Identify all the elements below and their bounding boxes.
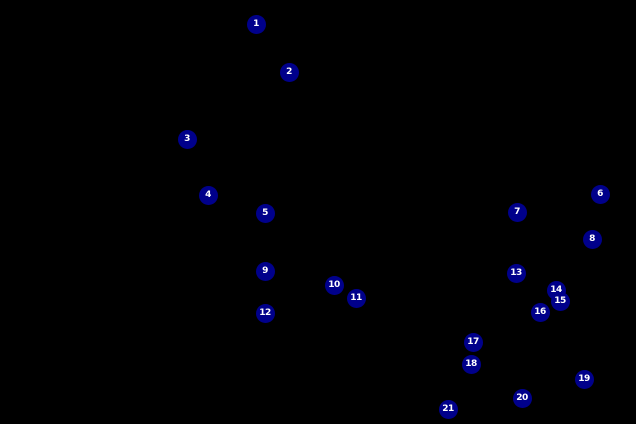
marker-7[interactable]: 7 bbox=[507, 202, 527, 222]
marker-1[interactable]: 1 bbox=[246, 14, 266, 34]
marker-8[interactable]: 8 bbox=[582, 229, 602, 249]
marker-17[interactable]: 17 bbox=[463, 332, 483, 352]
marker-15[interactable]: 15 bbox=[550, 291, 570, 311]
marker-9[interactable]: 9 bbox=[255, 261, 275, 281]
marker-10[interactable]: 10 bbox=[324, 275, 344, 295]
marker-18[interactable]: 18 bbox=[461, 354, 481, 374]
marker-3[interactable]: 3 bbox=[177, 129, 197, 149]
marker-16[interactable]: 16 bbox=[530, 302, 550, 322]
marker-12[interactable]: 12 bbox=[255, 303, 275, 323]
marker-11[interactable]: 11 bbox=[346, 288, 366, 308]
marker-19[interactable]: 19 bbox=[574, 369, 594, 389]
marker-4[interactable]: 4 bbox=[198, 185, 218, 205]
marker-5[interactable]: 5 bbox=[255, 203, 275, 223]
marker-6[interactable]: 6 bbox=[590, 184, 610, 204]
marker-13[interactable]: 13 bbox=[506, 263, 526, 283]
marker-21[interactable]: 21 bbox=[438, 399, 458, 419]
marker-20[interactable]: 20 bbox=[512, 388, 532, 408]
marker-2[interactable]: 2 bbox=[279, 62, 299, 82]
